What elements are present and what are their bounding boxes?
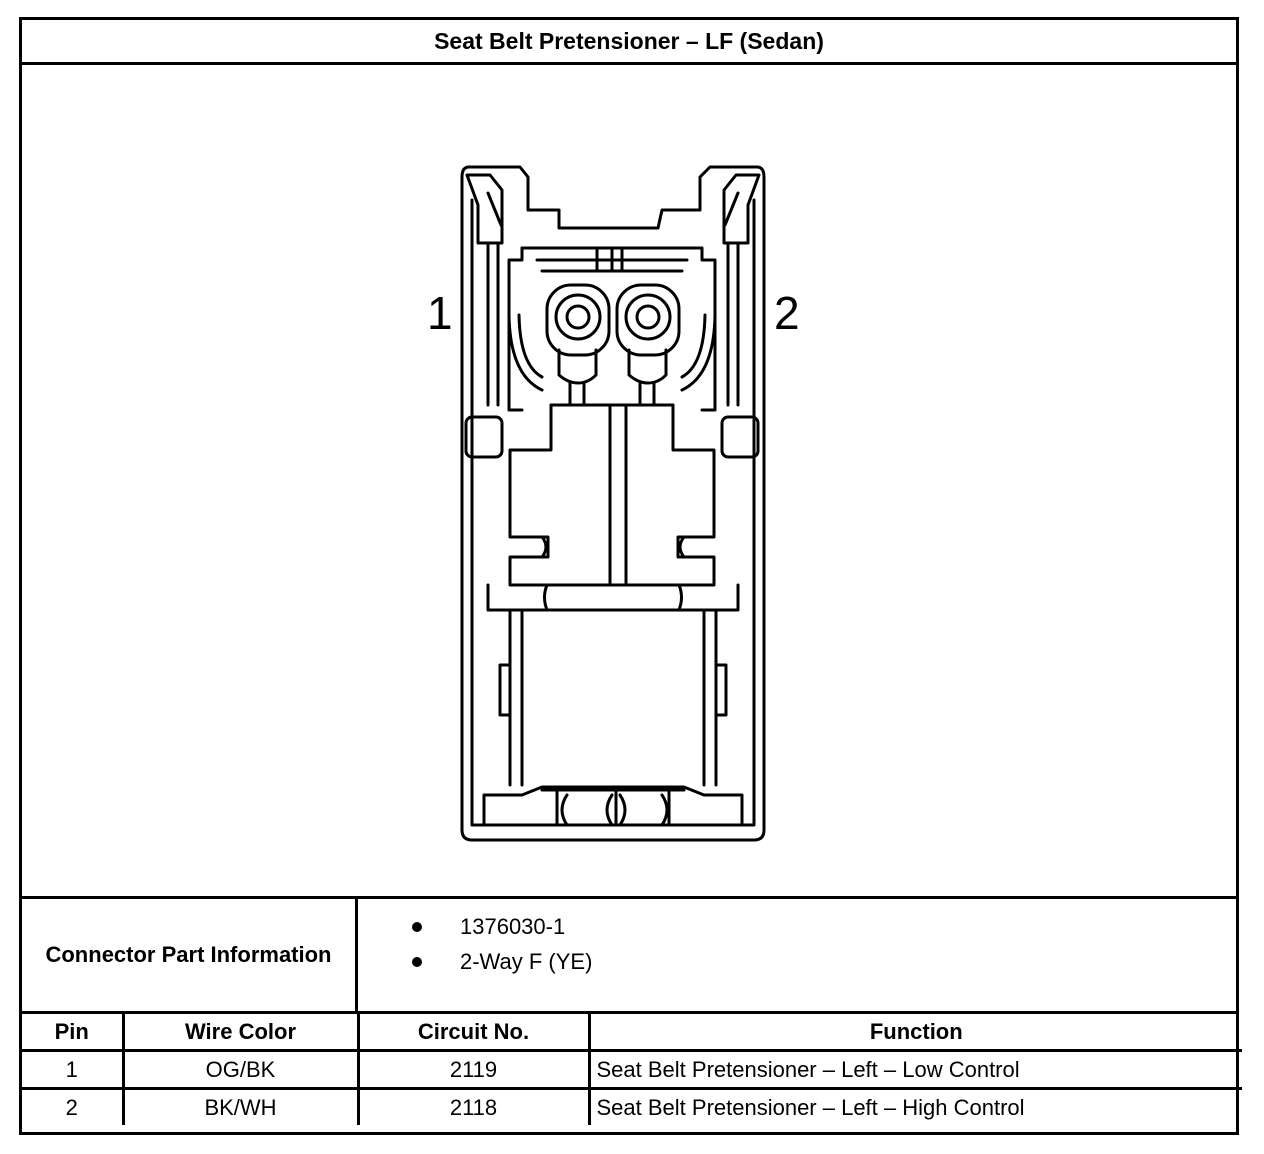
table-row: 1 OG/BK 2119 Seat Belt Pretensioner – Le… <box>22 1049 1242 1090</box>
part-info-item: 1376030-1 <box>412 909 592 944</box>
cell-wire-color: OG/BK <box>121 1049 360 1090</box>
header-function: Function <box>587 1014 1242 1052</box>
part-info-item: 2-Way F (YE) <box>412 944 592 979</box>
housing-outline <box>460 165 766 842</box>
bullet-icon <box>412 956 422 967</box>
table-row: 2 BK/WH 2118 Seat Belt Pretensioner – Le… <box>22 1087 1242 1125</box>
left-lock-pad <box>464 415 504 459</box>
cell-function: Seat Belt Pretensioner – Left – Low Cont… <box>587 1049 1242 1090</box>
terminal-cavity-1 <box>545 283 611 357</box>
right-lock-pad <box>720 415 760 459</box>
header-circuit: Circuit No. <box>356 1014 591 1052</box>
connector-sheet: Seat Belt Pretensioner – LF (Sedan) <box>19 17 1242 1135</box>
cell-circuit: 2119 <box>356 1049 591 1090</box>
connector-title: Seat Belt Pretensioner – LF (Sedan) <box>22 20 1236 65</box>
connector-type: 2-Way F (YE) <box>460 948 593 974</box>
connector-face-illustration <box>460 165 766 842</box>
cell-pin: 1 <box>22 1049 125 1090</box>
cell-function: Seat Belt Pretensioner – Left – High Con… <box>587 1087 1242 1125</box>
part-number: 1376030-1 <box>460 913 566 939</box>
connector-drawing: 1 2 <box>22 65 1236 896</box>
pin-label-2: 2 <box>774 287 800 339</box>
part-info-label: Connector Part Information <box>22 899 358 1011</box>
connector-part-info: Connector Part Information 1376030-1 2-W… <box>22 896 1236 1014</box>
bullet-icon <box>412 921 422 932</box>
terminal-cavity-2 <box>615 283 681 357</box>
cell-circuit: 2118 <box>356 1087 591 1125</box>
cell-wire-color: BK/WH <box>121 1087 360 1125</box>
pin-table-header: Pin Wire Color Circuit No. Function <box>22 1014 1242 1052</box>
header-pin: Pin <box>22 1014 125 1052</box>
pin-label-1: 1 <box>427 287 453 339</box>
cell-pin: 2 <box>22 1087 125 1125</box>
header-wire-color: Wire Color <box>121 1014 360 1052</box>
part-info-list: 1376030-1 2-Way F (YE) <box>412 909 592 979</box>
pin-table: Pin Wire Color Circuit No. Function 1 OG… <box>22 1014 1242 1125</box>
